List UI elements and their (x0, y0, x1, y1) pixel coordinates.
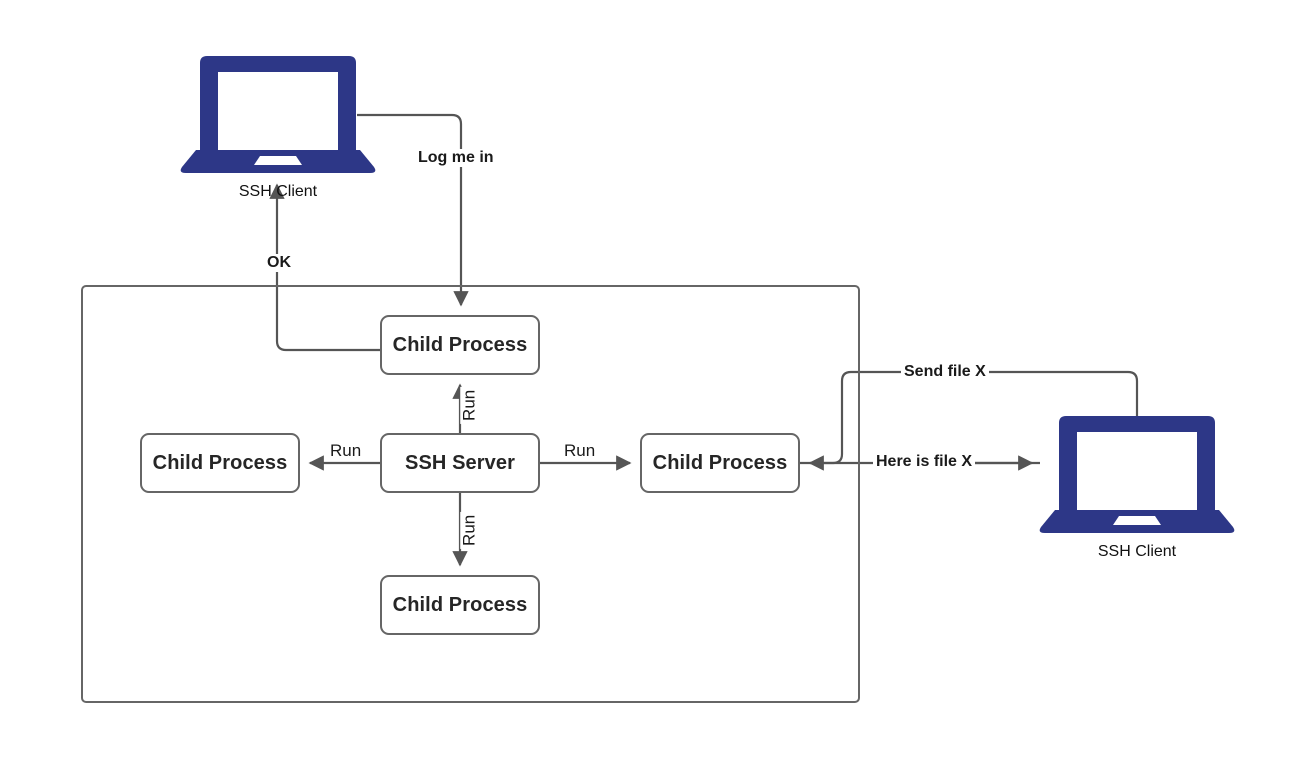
node-child-top[interactable]: Child Process (380, 315, 540, 375)
node-child-left[interactable]: Child Process (140, 433, 300, 493)
laptop-ssh-client-right-caption: SSH Client (1037, 543, 1237, 561)
laptop-ssh-client-top[interactable] (178, 53, 378, 178)
laptop-icon (1039, 416, 1235, 533)
edge-ok (269, 183, 380, 352)
edge-log-me-in (357, 113, 469, 307)
label-text: Run (564, 441, 596, 460)
edge-label-run-up: Run (459, 386, 479, 424)
label-text: OK (267, 254, 291, 271)
edge-label-run-right: Run (561, 441, 599, 461)
node-label: Child Process (652, 451, 788, 474)
laptop-ssh-client-top-caption: SSH Client (178, 183, 378, 201)
edge-label-log-me-in: Log me in (415, 149, 497, 167)
caption-text: SSH Client (1097, 543, 1177, 560)
node-child-right[interactable]: Child Process (640, 433, 800, 493)
edge-label-send-file-x: Send file X (901, 363, 989, 381)
edge-send-file-x (800, 370, 1139, 465)
node-ssh-server[interactable]: SSH Server (380, 433, 540, 493)
label-text: Log me in (418, 149, 494, 166)
edge-label-ok: OK (264, 254, 294, 272)
edge-label-here-is-file-x: Here is file X (873, 453, 976, 471)
label-text: Run (330, 441, 362, 460)
label-text: Run (459, 514, 479, 546)
label-text: Send file X (904, 363, 986, 380)
label-text: Here is file X (876, 453, 973, 470)
laptop-ssh-client-right[interactable] (1037, 413, 1237, 538)
edge-label-run-down: Run (459, 511, 479, 549)
node-label: Child Process (152, 451, 288, 474)
caption-text: SSH Client (238, 183, 318, 200)
label-text: Run (459, 389, 479, 421)
node-label: SSH Server (405, 451, 515, 474)
laptop-icon (180, 56, 376, 173)
edge-label-run-left: Run (327, 441, 365, 461)
node-label: Child Process (392, 333, 528, 356)
ssh-server-group-frame (81, 285, 860, 703)
node-child-bottom[interactable]: Child Process (380, 575, 540, 635)
node-label: Child Process (392, 593, 528, 616)
